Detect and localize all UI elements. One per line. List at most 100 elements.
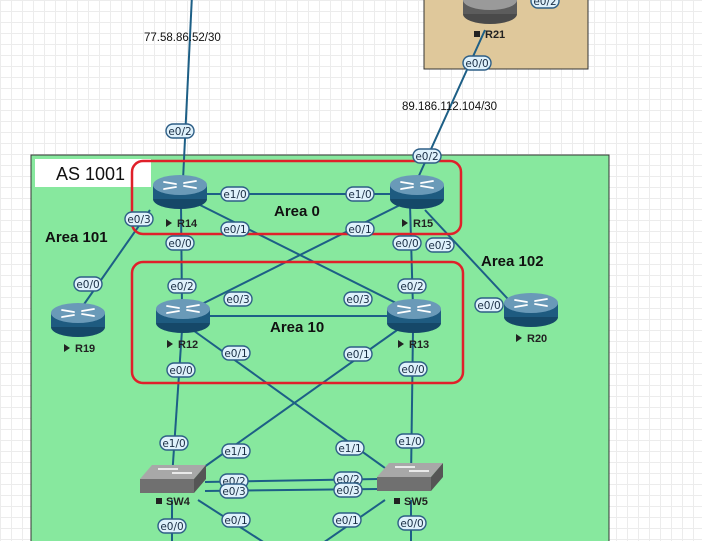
iflabel-r14-e0-1: e0/1	[220, 221, 250, 237]
area10-border	[130, 260, 465, 385]
iflabel-text: e1/0	[398, 436, 421, 448]
iflabel-text: e0/0	[168, 238, 191, 250]
iflabel-r12-e0-1: e0/1	[221, 345, 251, 361]
device-name-r15: R15	[413, 218, 433, 230]
iflabel-sw4-e0-3: e0/3	[219, 483, 249, 499]
iflabel-text: e0/3	[428, 240, 451, 252]
iflabel-sw5-e0-3: e0/3	[333, 482, 363, 498]
network-label-r14-uplink: 77.58.86.52/30	[144, 32, 221, 44]
iflabel-r14-e1-0: e1/0	[220, 186, 250, 202]
iflabel-text: e0/1	[224, 348, 247, 360]
device-name-r13: R13	[409, 339, 429, 351]
iflabel-text: e0/2	[400, 281, 423, 293]
iflabel-text: e0/2	[533, 0, 556, 8]
iflabel-r12-e0-2: e0/2	[167, 278, 197, 294]
device-name-r14: R14	[177, 218, 198, 230]
iflabel-text: e0/0	[401, 364, 424, 376]
iflabel-r15-e0-1: e0/1	[345, 221, 375, 237]
iflabel-text: e0/0	[400, 518, 423, 530]
iflabel-r21-e0-0: e0/0	[462, 55, 492, 71]
router-r21[interactable]: R21	[463, 0, 517, 41]
iflabel-text: e0/0	[395, 238, 418, 250]
device-name-r21: R21	[485, 29, 505, 41]
iflabel-text: e0/0	[477, 300, 500, 312]
iflabel-text: e0/3	[226, 294, 249, 306]
router-r12[interactable]: R12	[155, 298, 211, 351]
link-r13-sw5	[410, 329, 414, 479]
iflabel-text: e0/2	[168, 126, 191, 138]
iflabel-r21-e0-2: e0/2	[530, 0, 560, 9]
iflabel-text: e0/0	[160, 521, 183, 533]
iflabel-r15-e1-0: e1/0	[345, 186, 375, 202]
device-marker	[156, 498, 162, 504]
iflabel-sw4-e1-1: e1/1	[221, 443, 251, 459]
iflabel-r15-e0-0: e0/0	[392, 235, 422, 251]
iflabel-text: e0/0	[76, 279, 99, 291]
iflabel-text: e0/1	[335, 515, 358, 527]
iflabel-sw5-e1-1: e1/1	[335, 440, 365, 456]
iflabel-r15-e0-3: e0/3	[425, 237, 455, 253]
iflabel-r14-e0-3: e0/3	[124, 211, 154, 227]
switch-sw4[interactable]: SW4	[139, 464, 207, 508]
device-marker	[516, 334, 522, 342]
device-marker	[394, 498, 400, 504]
device-marker	[64, 344, 70, 352]
iflabel-text: e0/3	[336, 485, 359, 497]
iflabel-text: e0/2	[415, 151, 438, 163]
area0-label: Area 0	[274, 203, 320, 220]
iflabel-text: e0/0	[465, 58, 488, 70]
area10-label: Area 10	[270, 319, 324, 336]
link-r12-sw4	[171, 329, 183, 479]
iflabel-text: e1/1	[338, 443, 361, 455]
device-name-r12: R12	[178, 339, 198, 351]
router-r14[interactable]: R14	[152, 174, 208, 230]
device-marker	[167, 340, 173, 348]
iflabel-text: e0/1	[346, 349, 369, 361]
iflabel-r12-e0-0: e0/0	[166, 362, 196, 378]
link-r15-r20	[424, 209, 521, 313]
iflabel-text: e1/0	[223, 189, 246, 201]
link-r14-uplink	[182, 0, 193, 181]
device-name-r19: R19	[75, 343, 95, 355]
iflabel-text: e1/0	[162, 438, 185, 450]
device-marker	[474, 31, 480, 37]
iflabel-sw4-e0-0: e0/0	[157, 518, 187, 534]
iflabel-sw4-e1-0: e1/0	[159, 435, 189, 451]
iflabel-sw5-e0-1: e0/1	[332, 512, 362, 528]
device-name-r20: R20	[527, 333, 547, 345]
router-r19[interactable]: R19	[50, 302, 106, 355]
as-label: AS 1001	[56, 164, 125, 184]
router-r13[interactable]: R13	[386, 298, 442, 351]
iflabel-text: e0/1	[348, 224, 371, 236]
iflabel-sw5-e0-0: e0/0	[397, 515, 427, 531]
device-marker	[402, 219, 408, 227]
iflabel-text: e0/2	[170, 281, 193, 293]
iflabel-r14-e0-2: e0/2	[165, 123, 195, 139]
iflabel-text: e0/1	[223, 224, 246, 236]
device-name-sw5: SW5	[404, 496, 428, 508]
iflabel-r13-e0-3: e0/3	[343, 291, 373, 307]
iflabel-r13-e0-0: e0/0	[398, 361, 428, 377]
switch-sw5[interactable]: SW5	[376, 462, 444, 508]
iflabel-r14-e0-0: e0/0	[165, 235, 195, 251]
area102-label: Area 102	[481, 253, 544, 270]
iflabel-text: e1/1	[224, 446, 247, 458]
area101-label: Area 101	[45, 229, 108, 246]
iflabel-r15-e0-2: e0/2	[412, 148, 442, 164]
router-r15[interactable]: R15	[389, 174, 445, 230]
network-label-r15-uplink: 89.186.112.104/30	[402, 101, 497, 113]
iflabel-sw5-e1-0: e1/0	[395, 433, 425, 449]
iflabel-text: e1/0	[348, 189, 371, 201]
as-region	[30, 154, 610, 541]
iflabel-text: e0/3	[346, 294, 369, 306]
iflabel-r13-e0-1: e0/1	[343, 346, 373, 362]
iflabel-r13-e0-2: e0/2	[397, 278, 427, 294]
router-r20[interactable]: R20	[503, 292, 559, 345]
iflabel-text: e0/1	[224, 515, 247, 527]
device-marker	[398, 340, 404, 348]
iflabel-text: e0/3	[222, 486, 245, 498]
area0-border	[130, 159, 463, 236]
device-name-sw4: SW4	[166, 496, 191, 508]
iflabel-text: e0/0	[169, 365, 192, 377]
